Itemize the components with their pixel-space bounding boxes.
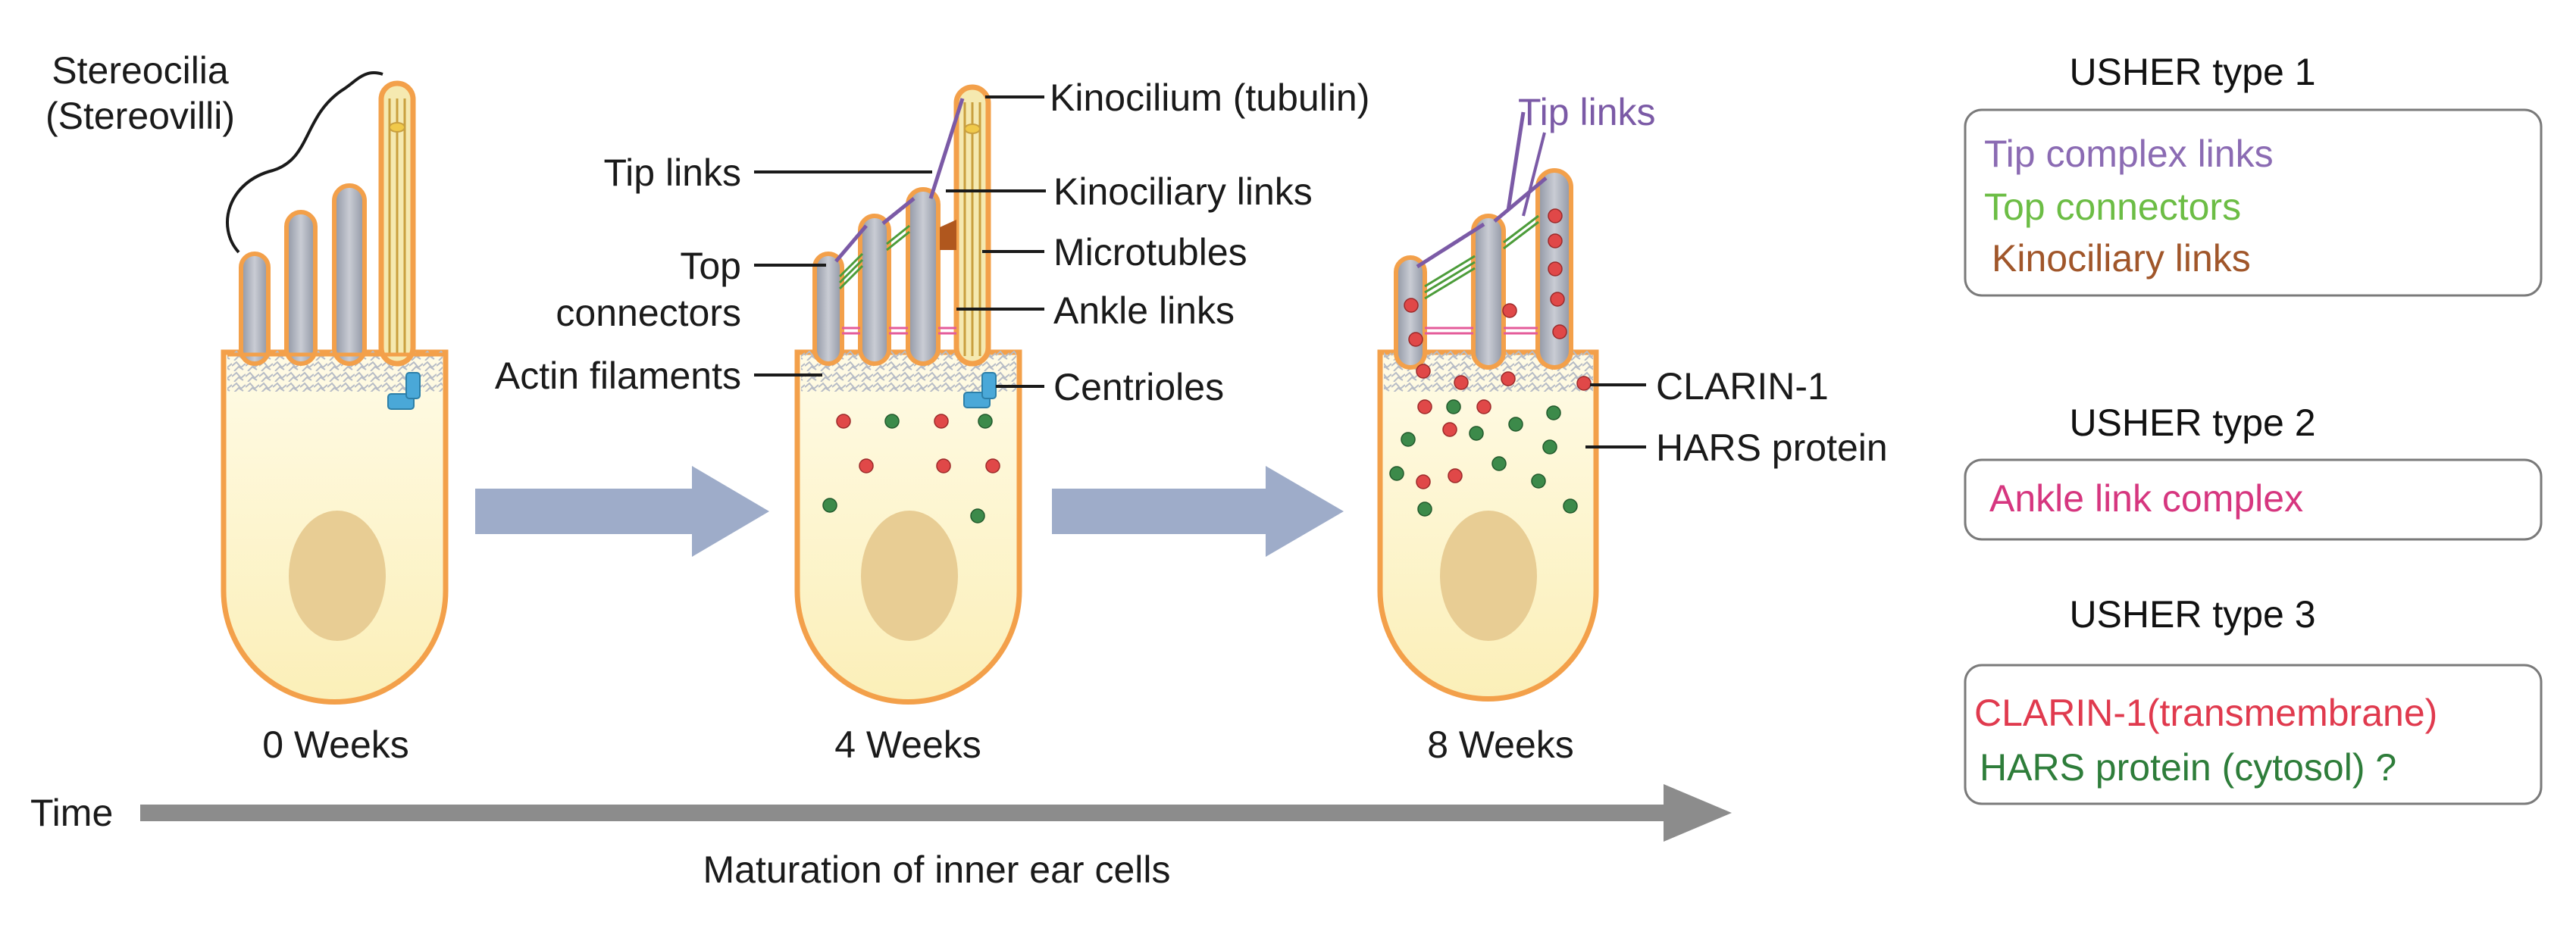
usher-3-item-clarin: CLARIN-1(transmembrane)	[1974, 692, 2437, 734]
nucleus	[289, 511, 386, 641]
legend-usher-type-2: USHER type 2 Ankle link complex	[1964, 402, 2543, 541]
stereocilium	[332, 183, 367, 366]
nucleus	[1440, 511, 1537, 641]
ankle-links	[1425, 327, 1538, 335]
usher-2-title: USHER type 2	[2069, 402, 2315, 444]
centrioles-label: Centrioles	[1053, 366, 1224, 408]
usher-2-box	[1964, 458, 2543, 541]
ankle-links-label: Ankle links	[1053, 289, 1235, 332]
stereocilium	[906, 187, 941, 366]
stage-arrow-2	[1052, 466, 1344, 557]
timeline-caption: Maturation of inner ear cells	[703, 848, 1171, 891]
hars-label: HARS protein	[1656, 427, 1888, 469]
stereocilium	[284, 210, 318, 366]
clarin-dots	[836, 414, 1000, 473]
usher-1-item-top: Top connectors	[1984, 186, 2241, 228]
usher-1-box	[1964, 108, 2543, 297]
stereocilia-label-sub: (Stereovilli)	[45, 95, 235, 137]
clarin-label: CLARIN-1	[1656, 365, 1829, 408]
stage-label-8-weeks: 8 Weeks	[1427, 723, 1574, 766]
legend-usher-type-3: USHER type 3 CLARIN-1(transmembrane) HAR…	[1964, 593, 2543, 805]
hars-dots	[1389, 399, 1578, 517]
stereocilium	[239, 252, 271, 366]
time-arrow	[140, 784, 1732, 842]
hair-cell-4-weeks	[794, 84, 1022, 705]
top-connectors	[1424, 214, 1539, 300]
stage-arrow-1	[475, 466, 769, 557]
ankle-links	[842, 327, 956, 335]
legend-usher-type-1: USHER type 1 Tip complex links Top conne…	[1964, 51, 2543, 297]
microtubles-label: Microtubles	[1053, 231, 1247, 273]
tip-links-label: Tip links	[603, 152, 741, 194]
top-connectors-label-sub: connectors	[556, 292, 741, 334]
kinocilium-microtubules	[963, 102, 981, 356]
stereocilium	[812, 252, 844, 366]
tip-links-8w-label: Tip links	[1518, 91, 1656, 133]
kinocilium-tip	[964, 123, 981, 134]
usher-2-item-ankle: Ankle link complex	[1989, 477, 2303, 520]
kinocilium-microtubules	[388, 98, 406, 356]
hair-cell-0-weeks	[221, 80, 449, 705]
top-connectors	[838, 224, 910, 290]
usher-1-item-tip: Tip complex links	[1984, 133, 2274, 175]
centriole	[963, 372, 997, 408]
usher-3-box	[1964, 664, 2543, 805]
stereocilia-label: Stereocilia	[52, 49, 229, 92]
usher-1-item-kino: Kinociliary links	[1992, 237, 2251, 280]
hars-dots	[822, 414, 993, 523]
top-connectors-label: Top	[680, 245, 741, 287]
usher-3-item-hars: HARS protein (cytosol) ?	[1980, 746, 2396, 789]
stereocilium	[858, 214, 891, 366]
stage-label-0-weeks: 0 Weeks	[262, 723, 409, 766]
stereocilium	[1471, 214, 1506, 370]
actin-filaments-label: Actin filaments	[495, 355, 741, 397]
usher-3-title: USHER type 3	[2069, 593, 2315, 636]
kinociliary-link	[940, 220, 956, 250]
stage-label-4-weeks: 4 Weeks	[834, 723, 981, 766]
kinociliary-links-label: Kinociliary links	[1053, 170, 1313, 213]
hair-cell-8-weeks	[1377, 111, 1599, 702]
time-label: Time	[30, 792, 113, 834]
kinocilium-label: Kinocilium (tubulin)	[1050, 77, 1369, 119]
nucleus	[861, 511, 958, 641]
tip-links	[1416, 111, 1548, 269]
kinocilium-tip	[389, 122, 405, 133]
tip-links-8w-leader	[1522, 132, 1546, 217]
usher-1-title: USHER type 1	[2069, 51, 2315, 93]
stereocilia-brace	[226, 71, 383, 254]
centriole	[387, 372, 421, 410]
tip-links	[834, 98, 965, 263]
